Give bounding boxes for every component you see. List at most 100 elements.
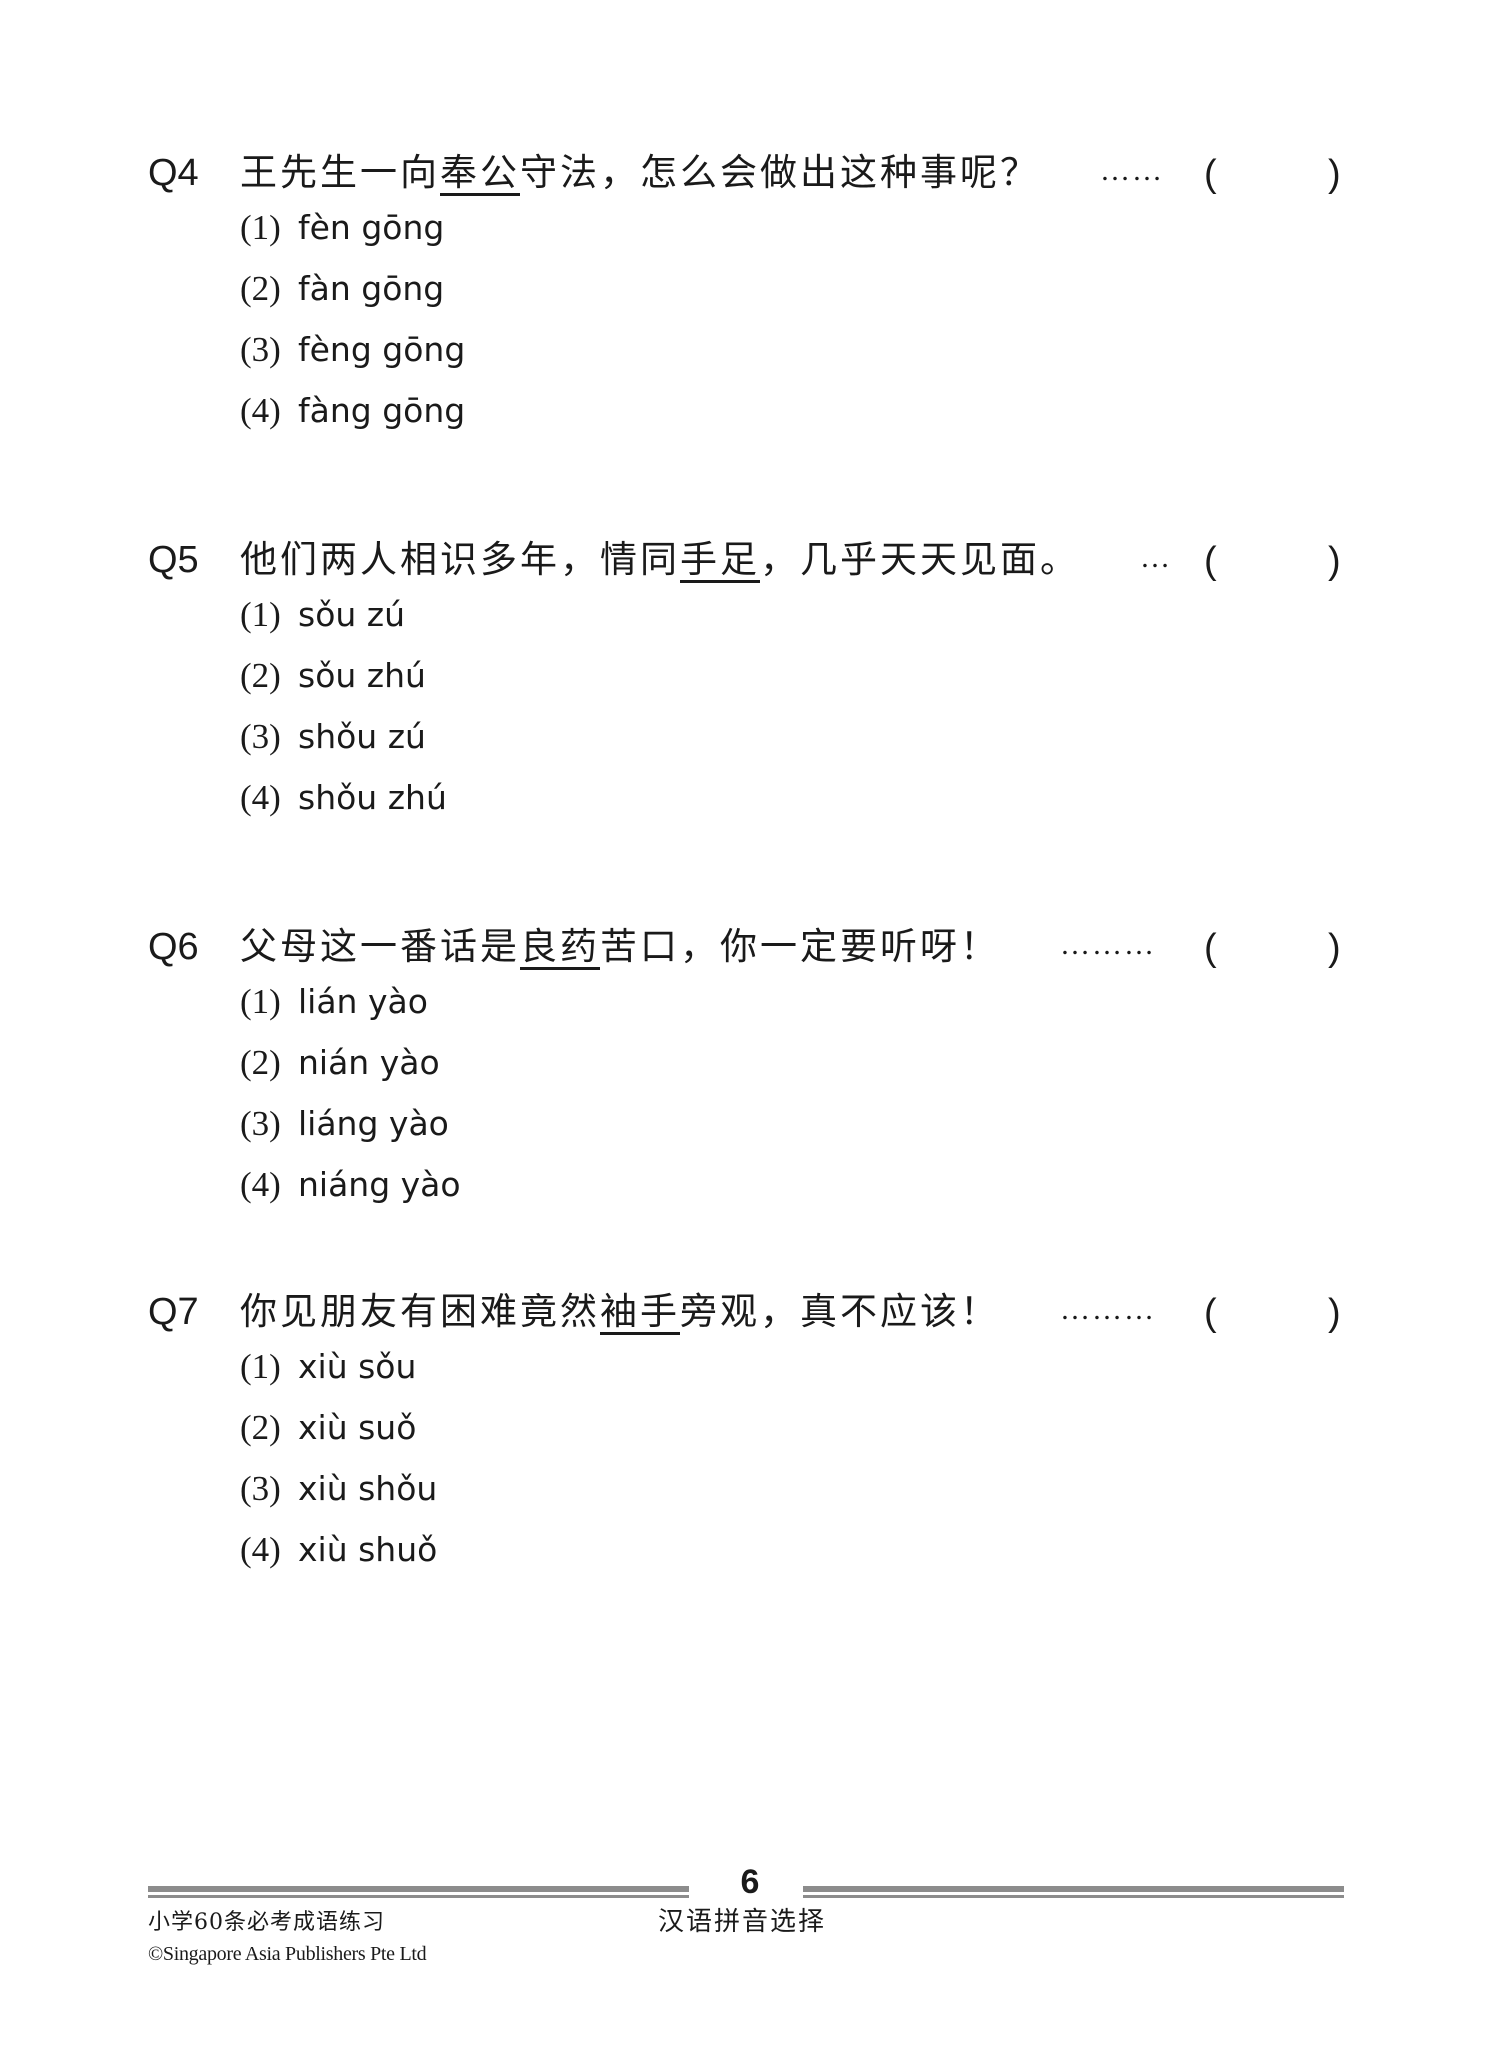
- leader-dots: ………: [1060, 928, 1156, 961]
- answer-paren-close: ): [1328, 1292, 1341, 1334]
- option-number: (3): [240, 1468, 281, 1508]
- option-4: (4) niáng yào: [240, 1154, 461, 1215]
- option-4: (4) shǒu zhú: [240, 767, 447, 828]
- rule-thin: [148, 1895, 689, 1898]
- option-number: (2): [240, 1407, 281, 1447]
- option-pinyin: xiù suǒ: [298, 1408, 417, 1447]
- option-number: (4): [240, 777, 281, 817]
- answer-paren-open: (: [1204, 540, 1217, 582]
- footer-rule-right: [803, 1886, 1344, 1898]
- option-pinyin: shǒu zhú: [298, 778, 447, 817]
- option-2: (2) fàn gōng: [240, 258, 465, 319]
- book-title: 小学60条必考成语练习: [148, 1910, 385, 1935]
- option-pinyin: xiù shuǒ: [298, 1530, 438, 1569]
- options-list: (1) sǒu zú (2) sǒu zhú (3) shǒu zú (4) shǒu …: [240, 584, 447, 828]
- option-pinyin: xiù sǒu: [298, 1347, 417, 1386]
- options-list: (1) xiù sǒu (2) xiù suǒ (3) xiù shǒu (4) xiù…: [240, 1336, 437, 1580]
- answer-paren-close: ): [1328, 540, 1341, 582]
- question-text: 王先生一向奉公守法，怎么会做出这种事呢？: [240, 143, 1040, 203]
- option-pinyin: xiù shǒu: [298, 1469, 438, 1508]
- underlined-idiom-part: 良药: [520, 925, 600, 968]
- question-text-before: 你见朋友有困难竟然: [240, 1290, 600, 1333]
- question-q7: Q7 你见朋友有困难竟然袖手旁观，真不应该！ ……… ( ) (1) xiù sǒ…: [148, 1282, 1348, 1569]
- option-pinyin: fàn gōng: [298, 269, 445, 308]
- question-number: Q4: [148, 152, 199, 194]
- section-title: 汉语拼音选择: [658, 1907, 827, 1937]
- option-1: (1) xiù sǒu: [240, 1336, 437, 1397]
- option-1: (1) lián yào: [240, 971, 461, 1032]
- option-4: (4) xiù shuǒ: [240, 1519, 437, 1580]
- option-2: (2) sǒu zhú: [240, 645, 447, 706]
- option-1: (1) sǒu zú: [240, 584, 447, 645]
- question-line: Q5 他们两人相识多年，情同手足，几乎天天见面。 … ( ): [148, 530, 1348, 590]
- question-text-after: 苦口，你一定要听呀！: [600, 925, 1000, 968]
- underlined-idiom-part: 手足: [680, 538, 760, 581]
- option-1: (1) fèn gōng: [240, 197, 465, 258]
- option-pinyin: fèng gōng: [298, 330, 466, 369]
- question-text-after: 守法，怎么会做出这种事呢？: [520, 151, 1040, 194]
- option-number: (4): [240, 1164, 281, 1204]
- option-3: (3) xiù shǒu: [240, 1458, 437, 1519]
- option-pinyin: lián yào: [298, 982, 428, 1021]
- question-text-before: 他们两人相识多年，情同: [240, 538, 680, 581]
- question-number: Q7: [148, 1291, 199, 1333]
- question-text: 你见朋友有困难竟然袖手旁观，真不应该！: [240, 1282, 1000, 1342]
- page-number: 6: [740, 1863, 760, 1901]
- option-number: (1): [240, 207, 281, 247]
- option-4: (4) fàng gōng: [240, 380, 465, 441]
- option-number: (1): [240, 981, 281, 1021]
- option-number: (2): [240, 655, 281, 695]
- underlined-idiom-part: 奉公: [440, 151, 520, 194]
- option-number: (1): [240, 1346, 281, 1386]
- option-pinyin: niáng yào: [298, 1165, 461, 1204]
- question-line: Q6 父母这一番话是良药苦口，你一定要听呀！ ……… ( ): [148, 917, 1348, 977]
- underlined-idiom-part: 袖手: [600, 1290, 680, 1333]
- rule-thin: [803, 1895, 1344, 1898]
- option-2: (2) nián yào: [240, 1032, 461, 1093]
- option-3: (3) fèng gōng: [240, 319, 465, 380]
- footer-rule-left: [148, 1886, 689, 1898]
- question-text-after: 旁观，真不应该！: [680, 1290, 1000, 1333]
- answer-paren-close: ): [1328, 927, 1341, 969]
- option-number: (3): [240, 1103, 281, 1143]
- rule-thick: [803, 1886, 1344, 1892]
- option-number: (2): [240, 268, 281, 308]
- leader-dots: ………: [1060, 1293, 1156, 1326]
- option-pinyin: shǒu zú: [298, 717, 426, 756]
- option-pinyin: nián yào: [298, 1043, 440, 1082]
- option-number: (2): [240, 1042, 281, 1082]
- option-number: (4): [240, 1529, 281, 1569]
- option-pinyin: liáng yào: [298, 1104, 449, 1143]
- question-text-before: 父母这一番话是: [240, 925, 520, 968]
- option-2: (2) xiù suǒ: [240, 1397, 437, 1458]
- options-list: (1) lián yào (2) nián yào (3) liáng yào (4)…: [240, 971, 461, 1215]
- question-text: 他们两人相识多年，情同手足，几乎天天见面。: [240, 530, 1080, 590]
- answer-paren-open: (: [1204, 927, 1217, 969]
- option-number: (4): [240, 390, 281, 430]
- question-line: Q7 你见朋友有困难竟然袖手旁观，真不应该！ ……… ( ): [148, 1282, 1348, 1342]
- question-number: Q6: [148, 926, 199, 968]
- answer-paren-open: (: [1204, 1292, 1217, 1334]
- options-list: (1) fèn gōng (2) fàn gōng (3) fèng gōng (4)…: [240, 197, 465, 441]
- option-pinyin: sǒu zú: [298, 595, 406, 634]
- option-number: (3): [240, 716, 281, 756]
- question-text-after: ，几乎天天见面。: [760, 538, 1080, 581]
- option-pinyin: fèn gōng: [298, 208, 445, 247]
- question-text: 父母这一番话是良药苦口，你一定要听呀！: [240, 917, 1000, 977]
- option-3: (3) liáng yào: [240, 1093, 461, 1154]
- leader-dots: …: [1140, 541, 1172, 574]
- question-q6: Q6 父母这一番话是良药苦口，你一定要听呀！ ……… ( ) (1) lián y…: [148, 917, 1348, 1204]
- question-text-before: 王先生一向: [240, 151, 440, 194]
- answer-paren-open: (: [1204, 153, 1217, 195]
- rule-thick: [148, 1886, 689, 1892]
- question-q5: Q5 他们两人相识多年，情同手足，几乎天天见面。 … ( ) (1) sǒu zú…: [148, 530, 1348, 817]
- answer-paren-close: ): [1328, 153, 1341, 195]
- option-pinyin: fàng gōng: [298, 391, 466, 430]
- option-pinyin: sǒu zhú: [298, 656, 426, 695]
- option-3: (3) shǒu zú: [240, 706, 447, 767]
- question-q4: Q4 王先生一向奉公守法，怎么会做出这种事呢？ …… ( ) (1) fèn gō…: [148, 143, 1348, 430]
- question-line: Q4 王先生一向奉公守法，怎么会做出这种事呢？ …… ( ): [148, 143, 1348, 203]
- question-number: Q5: [148, 539, 199, 581]
- option-number: (1): [240, 594, 281, 634]
- option-number: (3): [240, 329, 281, 369]
